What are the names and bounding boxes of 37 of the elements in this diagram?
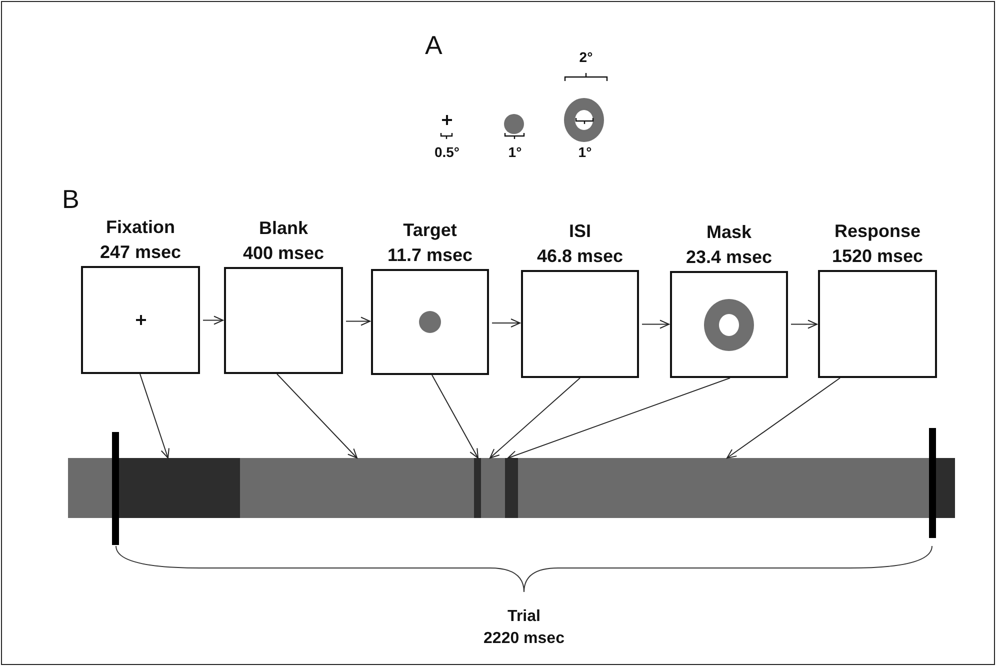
- trial-label: Trial: [508, 607, 540, 627]
- phase-name: Blank: [258, 219, 310, 237]
- timeline-segment: [518, 458, 930, 518]
- arrow: [642, 320, 670, 329]
- degree-label: 1°: [508, 145, 522, 159]
- phase-duration: 46.8 msec: [536, 247, 624, 265]
- degree-label: 0.5°: [434, 145, 460, 159]
- timeline-segment: [240, 458, 474, 518]
- arrow: [276, 374, 358, 458]
- timeline-segment: [119, 458, 240, 518]
- phase-duration: 23.4 msec: [684, 248, 774, 266]
- phase-duration: 400 msec: [242, 244, 326, 262]
- arrow: [508, 378, 730, 460]
- arrow: [202, 316, 224, 325]
- degree-label: 2°: [579, 50, 593, 64]
- phase-duration: 11.7 msec: [386, 246, 474, 264]
- phase-duration: 247 msec: [98, 243, 182, 261]
- arrow: [492, 318, 520, 328]
- arrow: [790, 320, 818, 329]
- arrow: [726, 378, 840, 458]
- phase-name: Mask: [705, 223, 753, 241]
- phase-name: Fixation: [104, 218, 176, 236]
- degree-label: 1°: [578, 145, 592, 159]
- arrow: [490, 378, 580, 458]
- panel-letter: A: [425, 32, 442, 58]
- panel-letter: B: [62, 186, 80, 212]
- timeline-segment: [474, 458, 481, 518]
- trial-label: 2220 msec: [484, 629, 564, 649]
- arrow: [140, 374, 170, 458]
- arrow: [346, 316, 370, 326]
- phase-name: Target: [402, 221, 458, 239]
- phase-name: Response: [833, 222, 922, 240]
- arrow: [432, 374, 478, 458]
- timeline-segment: [481, 458, 505, 518]
- timeline-segment: [505, 458, 518, 518]
- phase-name: ISI: [568, 222, 592, 240]
- phase-duration: 1520 msec: [830, 247, 924, 265]
